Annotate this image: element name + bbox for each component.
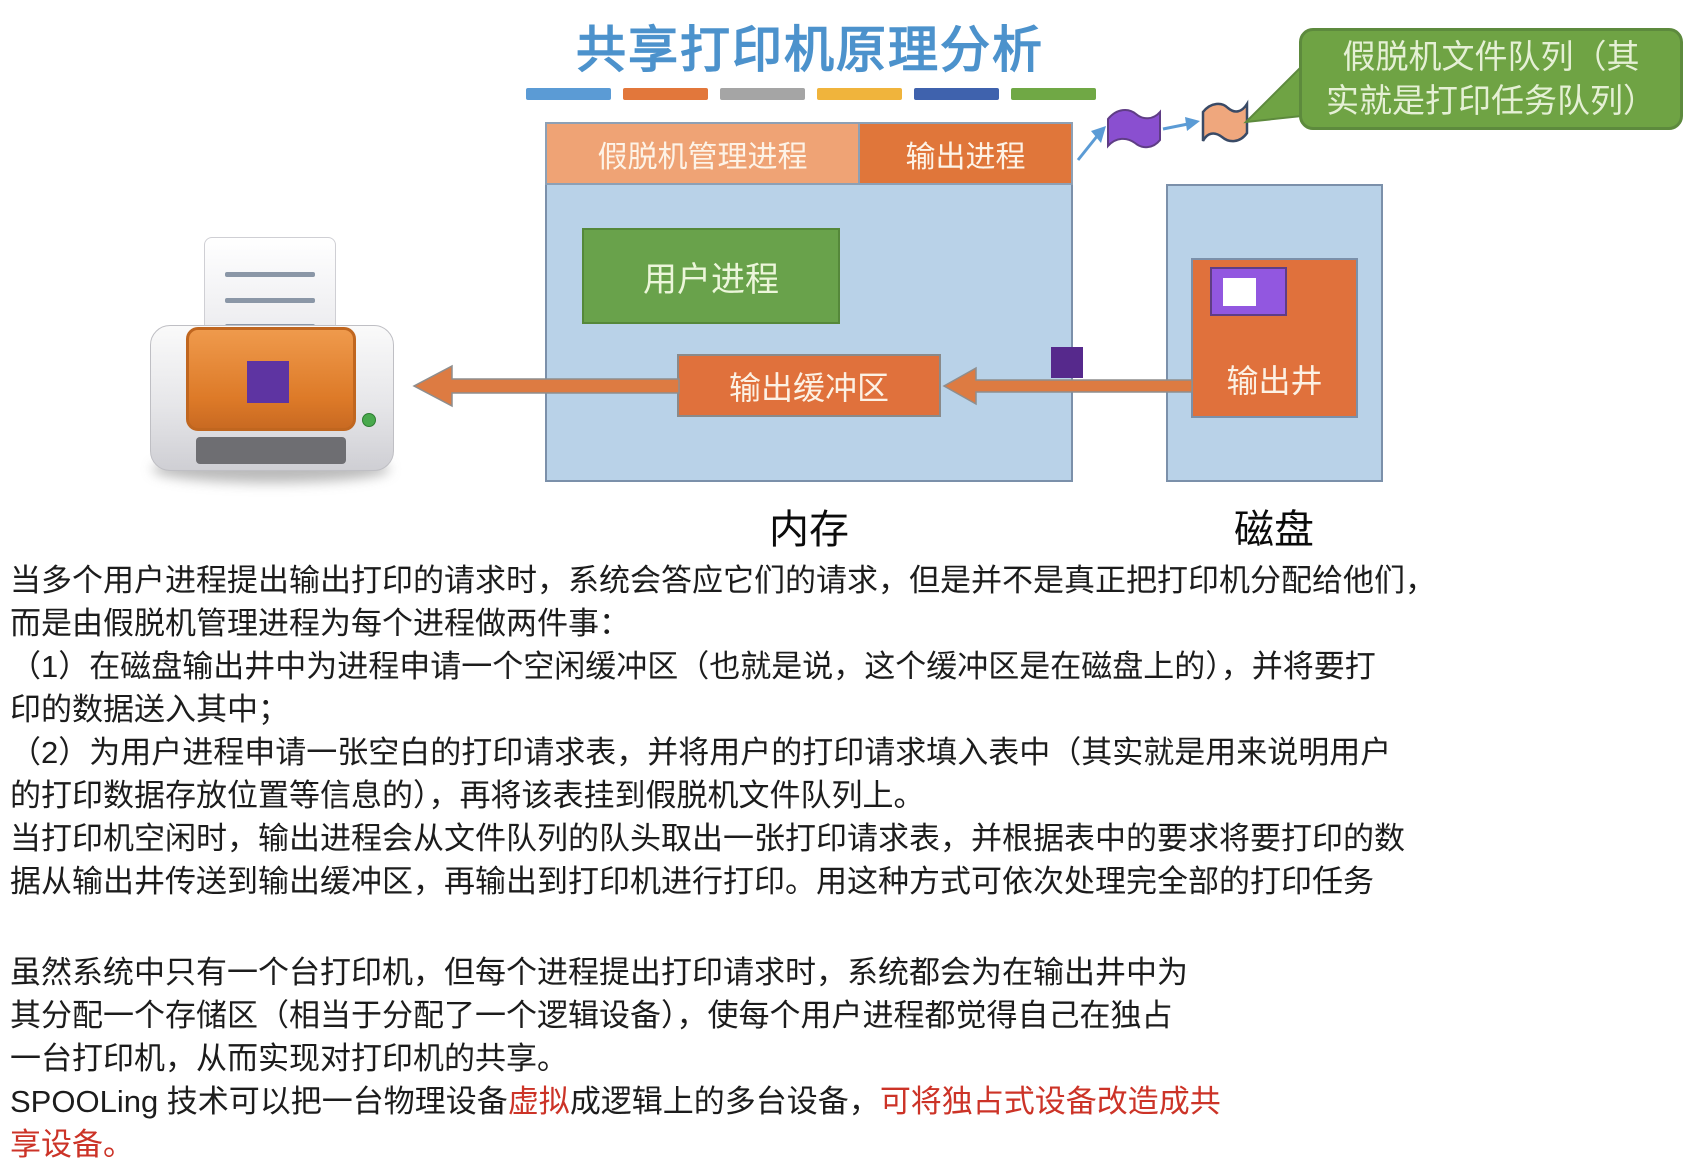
user-process-box: 用户进程 (582, 228, 840, 324)
printer-icon (140, 215, 402, 487)
explanation-paragraph-1: 当多个用户进程提出输出打印的请求时，系统会答应它们的请求，但是并不是真正把打印机… (10, 559, 1686, 903)
spool-queue-callout: 假脱机文件队列（其 实就是打印任务队列） (1299, 28, 1683, 130)
accent-dash (1011, 88, 1096, 100)
accent-dash (817, 88, 902, 100)
body-line: 据从输出井传送到输出缓冲区，再输出到打印机进行打印。用这种方式可依次处理完全部的… (10, 864, 1374, 899)
accent-dash (914, 88, 999, 100)
paper-text-line (225, 298, 315, 303)
spool-manager-process-label: 假脱机管理进程 (597, 140, 808, 174)
user-process-label: 用户进程 (643, 260, 779, 299)
arrow-flag-to-flag-head (1185, 117, 1200, 131)
output-well-label: 输出井 (1226, 363, 1323, 399)
printer-purple-panel (247, 361, 289, 403)
arrow-process-to-flag-head (1091, 126, 1106, 143)
body-line: 印的数据送入其中； (10, 692, 289, 727)
arrow-process-to-flag (1076, 134, 1100, 161)
output-buffer-label: 输出缓冲区 (728, 369, 889, 406)
body-line: 虽然系统中只有一个台打印机，但每个进程提出打印请求时，系统都会为在输出井中为 (10, 955, 1188, 990)
body-line: （1）在磁盘输出井中为进程申请一个空闲缓冲区（也就是说，这个缓冲区是在磁盘上的）… (10, 649, 1376, 684)
well-buffer-free-cell (1223, 278, 1256, 306)
spooling-sentence-red-tail: 享设备。 (10, 1127, 134, 1162)
data-block-token (1051, 347, 1083, 378)
body-line: 当多个用户进程提出输出打印的请求时，系统会答应它们的请求，但是并不是真正把打印机… (10, 563, 1436, 598)
arrow-flag-to-flag (1162, 122, 1189, 131)
memory-label: 内存 (769, 508, 849, 552)
callout-tail (1243, 63, 1303, 124)
printer-output-slot (196, 437, 346, 464)
body-line: 当打印机空闲时，输出进程会从文件队列的队头取出一张打印请求表，并根据表中的要求将… (10, 821, 1405, 856)
printer-led (362, 413, 376, 427)
explanation-paragraph-2: 虽然系统中只有一个台打印机，但每个进程提出打印请求时，系统都会为在输出井中为 其… (10, 951, 1686, 1166)
output-process-label: 输出进程 (905, 140, 1026, 174)
accent-dash (526, 88, 611, 100)
request-table-flag-purple-icon (1107, 109, 1161, 149)
well-buffer-slot (1210, 267, 1287, 316)
body-line: （2）为用户进程申请一张空白的打印请求表，并将用户的打印请求填入表中（其实就是用… (10, 735, 1392, 770)
output-process-box: 输出进程 (860, 122, 1073, 185)
spooling-sentence-black: SPOOLing 技术可以把一台物理设备 (10, 1084, 508, 1119)
paper-text-line (225, 272, 315, 277)
body-line: 而是由假脱机管理进程为每个进程做两件事： (10, 606, 630, 641)
page-title: 共享打印机原理分析 (576, 22, 1044, 78)
callout-line-1: 假脱机文件队列（其 (1342, 38, 1640, 75)
spool-manager-process-box: 假脱机管理进程 (545, 122, 860, 185)
disk-label: 磁盘 (1234, 508, 1314, 552)
output-well-box: 输出井 (1191, 258, 1358, 418)
request-table-flag-peach-icon (1201, 99, 1249, 143)
callout-line-2: 实就是打印任务队列） (1326, 82, 1656, 119)
body-line: 一台打印机，从而实现对打印机的共享。 (10, 1041, 568, 1076)
spooling-sentence-red-transform: 可将独占式设备改造成共 (879, 1084, 1221, 1119)
body-line: 的打印数据存放位置等信息的），再将该表挂到假脱机文件队列上。 (10, 778, 925, 813)
accent-dash (720, 88, 805, 100)
output-buffer-box: 输出缓冲区 (677, 354, 941, 417)
spooling-sentence-black-2: 成逻辑上的多台设备， (569, 1084, 880, 1119)
body-line: SPOOLing 技术可以把一台物理设备虚拟成逻辑上的多台设备，可将独占式设备改… (10, 1080, 1686, 1123)
body-line: 其分配一个存储区（相当于分配了一个逻辑设备），使每个用户进程都觉得自己在独占 (10, 998, 1173, 1033)
accent-dash (623, 88, 708, 100)
title-accent-dashes (526, 88, 1096, 100)
spooling-sentence-red-virtual: 虚拟 (507, 1084, 570, 1119)
